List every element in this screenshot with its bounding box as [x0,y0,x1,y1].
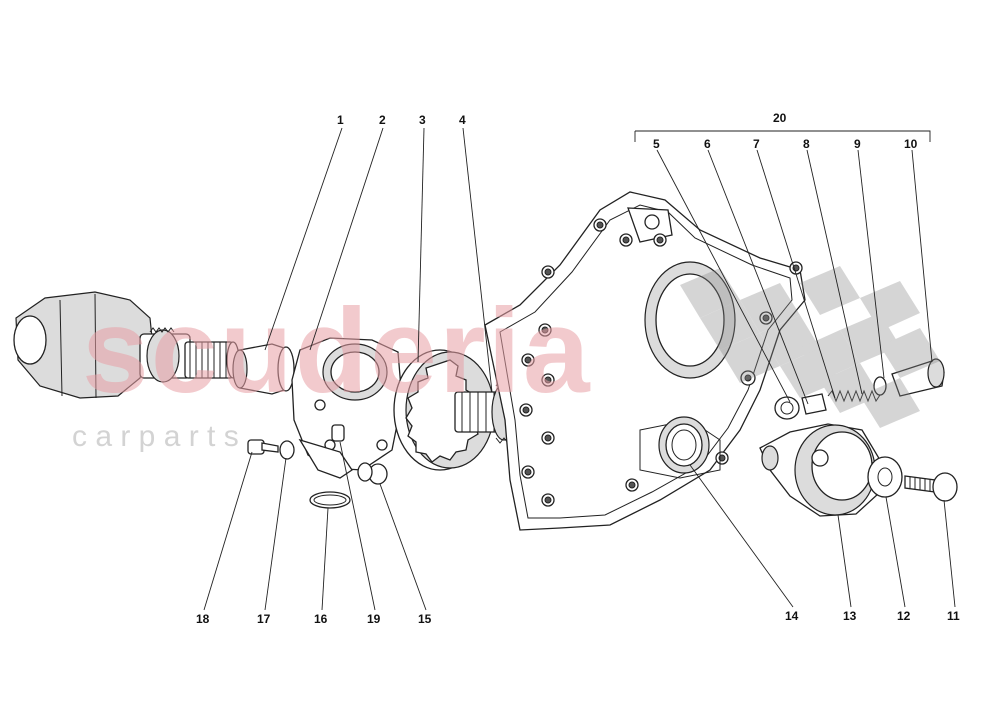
leader-lines [203,127,956,611]
part-13-pulley [759,423,881,517]
callout-8[interactable]: 8 [803,137,810,151]
callout-15[interactable]: 15 [418,612,432,626]
watermark-sub-text: c a r p a r t s [72,420,239,453]
callout-1[interactable]: 1 [337,113,344,127]
part-19-pin [331,424,345,442]
callout-14[interactable]: 14 [785,609,799,623]
callout-16[interactable]: 16 [314,612,328,626]
callout-11[interactable]: 11 [947,609,960,623]
watermark: scuderia c a r p a r t s [72,266,940,453]
callout-19[interactable]: 19 [367,612,381,626]
watermark-main-text: scuderia [82,284,592,418]
part-15-o-ring [357,462,388,485]
callout-20[interactable]: 20 [773,111,787,125]
callout-17[interactable]: 17 [257,612,271,626]
part-18-screw [247,439,279,455]
callout-13[interactable]: 13 [843,609,857,623]
callout-6[interactable]: 6 [704,137,711,151]
callout-2[interactable]: 2 [379,113,386,127]
callout-numbers: 1 2 3 4 20 5 6 7 8 9 10 18 17 16 19 15 1… [196,111,960,626]
crankshaft-end [13,291,240,399]
part-3-outer-rotor [393,349,495,471]
part-2-pump-housing [291,337,403,479]
part-16-o-ring [309,491,351,509]
callout-3[interactable]: 3 [419,113,426,127]
callout-4[interactable]: 4 [459,113,466,127]
relief-valve-assembly [774,358,945,420]
callout-7[interactable]: 7 [753,137,760,151]
part-17-washer [279,440,295,460]
callout-18[interactable]: 18 [196,612,210,626]
part-11-bolt [904,472,958,502]
callout-9[interactable]: 9 [854,137,861,151]
part-14-seal [658,416,710,474]
callout-5[interactable]: 5 [653,137,660,151]
timing-cover [484,191,806,531]
part-12-washer [867,456,903,498]
callout-12[interactable]: 12 [897,609,911,623]
part-1-sleeve [232,343,295,395]
callout-10[interactable]: 10 [904,137,918,151]
